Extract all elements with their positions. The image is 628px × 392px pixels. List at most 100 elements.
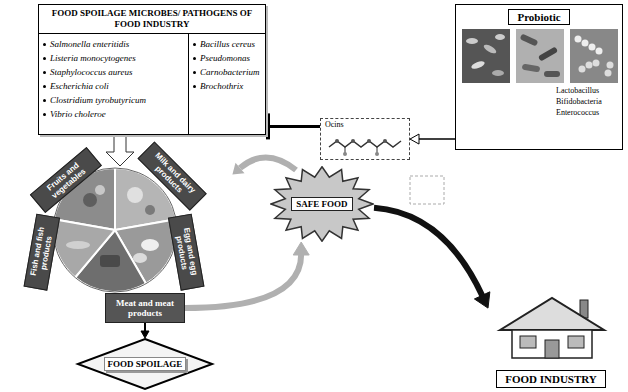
node-text: Bacillus cereus: [192, 37, 263, 51]
factory-house: [512, 330, 592, 358]
peptide-molecule: [343, 152, 347, 156]
connector: [374, 208, 490, 308]
node-text: Meat and meat products: [106, 298, 184, 319]
microscope-images: [596, 48, 603, 55]
factory-house: [545, 340, 559, 358]
food-pie: [53, 219, 115, 277]
connector-line: [374, 208, 483, 296]
microscope-images: [516, 29, 564, 83]
node-text: Egg and egg products: [171, 219, 200, 285]
node-text: Staphylococcus aureus: [42, 65, 186, 79]
cycle-arrow: [232, 157, 296, 174]
node-text: Salmonella enteritidis: [42, 37, 186, 51]
node-text: Milk and dairy products: [143, 147, 201, 205]
safe-food-burst: SAFE FOOD: [270, 166, 374, 242]
connector-line: [268, 125, 320, 128]
peptide-molecule: [335, 139, 339, 143]
microscope-images: [522, 63, 541, 72]
microscope-images: [470, 60, 485, 70]
food-spoilage-diamond: FOOD SPOILAGE: [75, 338, 215, 390]
cycle-arrow: [240, 157, 296, 170]
peptide-molecule: [367, 139, 371, 143]
node-text: FOOD SPOILAGE: [104, 357, 187, 371]
food-pie: [66, 241, 90, 249]
pathogen-list: Salmonella enteritidisListeria monocytog…: [39, 34, 189, 134]
peptide-molecule: [327, 133, 405, 157]
node-text: Bifidobacteria: [556, 96, 622, 107]
microscope-images: [575, 36, 582, 43]
node-text: Ocins: [321, 119, 409, 130]
microscope-images: [520, 33, 539, 46]
microscope-images: [538, 46, 558, 61]
arrow-head: [410, 134, 419, 144]
food-category-band: Milk and dairy products: [137, 141, 207, 211]
food-category-band: Fish and fish products: [24, 214, 61, 291]
node-text: Probiotic: [508, 9, 569, 25]
food-pie: [127, 187, 143, 203]
node-text: Vibrio choleroe: [42, 107, 186, 121]
food-pie: [141, 239, 159, 251]
microscope-images: [589, 44, 596, 51]
factory-house: [500, 298, 604, 358]
food-pie: [83, 193, 97, 207]
spoilage-list: Bacillus cereusPseudomonasCarnobacterium…: [189, 34, 265, 134]
food-category-box: Meat and meat products: [105, 293, 185, 323]
diamond-outline: [78, 339, 212, 389]
connector-line: [418, 138, 455, 140]
arrow-head: [141, 331, 149, 338]
connector: [141, 323, 149, 338]
microscope-images: [582, 40, 589, 47]
starburst: [271, 167, 373, 241]
peptide-molecule: [329, 141, 401, 147]
dashed-frame: [410, 176, 444, 204]
node-text: Lactobacillus: [556, 85, 622, 96]
microscope-images: [462, 29, 510, 83]
node-text: Clostridium tyrobutyricum: [42, 93, 186, 107]
food-pie: [145, 205, 155, 215]
factory-house: [520, 336, 536, 348]
node-text: Carnobacterium: [192, 65, 263, 79]
food-industry-node: FOOD INDUSTRY: [488, 294, 614, 388]
arrow-head: [474, 292, 489, 308]
microscope-images: [586, 62, 593, 69]
probiotic-panel: ProbioticLactobacillusBifidobacteriaEnte…: [455, 4, 623, 150]
microscope-images: [495, 34, 505, 40]
microscope-images: [605, 70, 612, 77]
microscope-images: [466, 38, 478, 44]
peptide-molecule: [375, 152, 379, 156]
microscope-images: [607, 62, 614, 69]
microscope-images: [544, 71, 560, 77]
microscope-images: [579, 66, 586, 73]
microscope-images: [482, 43, 497, 55]
connector: [410, 134, 455, 144]
factory-house: [500, 298, 604, 330]
bacteriocin-box: Ocins: [320, 118, 410, 160]
peptide-molecule: [383, 139, 387, 143]
microscope-images: [462, 29, 618, 83]
connector: [268, 113, 320, 139]
peptide-molecule: [351, 139, 355, 143]
food-category-band: Fruits and vegetables: [30, 147, 102, 213]
food-pie: [95, 185, 105, 195]
node-text: Fish and fish products: [27, 219, 56, 285]
node-text: SAFE FOOD: [291, 197, 352, 211]
microscope-images: [492, 70, 504, 76]
node-text: FOOD INDUSTRY: [496, 370, 606, 388]
pathogen-panel: FOOD SPOILAGE MICROBES/ PATHOGENS OF FOO…: [38, 4, 266, 135]
down-arrow: [106, 134, 134, 166]
node-text: Pseudomonas: [192, 51, 263, 65]
food-pie: [133, 253, 147, 263]
node-text: Brochothrix: [192, 79, 263, 93]
microscope-images: [593, 60, 600, 67]
node-text: Escherichia coli: [42, 79, 186, 93]
connector: [185, 242, 309, 308]
inhibition-bar: [266, 113, 270, 139]
node-text: Enterococcus: [556, 107, 622, 118]
node-text: Fruits and vegetables: [36, 153, 97, 208]
food-category-band: Egg and egg products: [168, 214, 205, 291]
food-pie: [100, 255, 120, 267]
microscope-images: [570, 29, 618, 83]
factory-house: [568, 336, 584, 348]
node-text: FOOD SPOILAGE MICROBES/ PATHOGENS OF FOO…: [39, 5, 265, 34]
